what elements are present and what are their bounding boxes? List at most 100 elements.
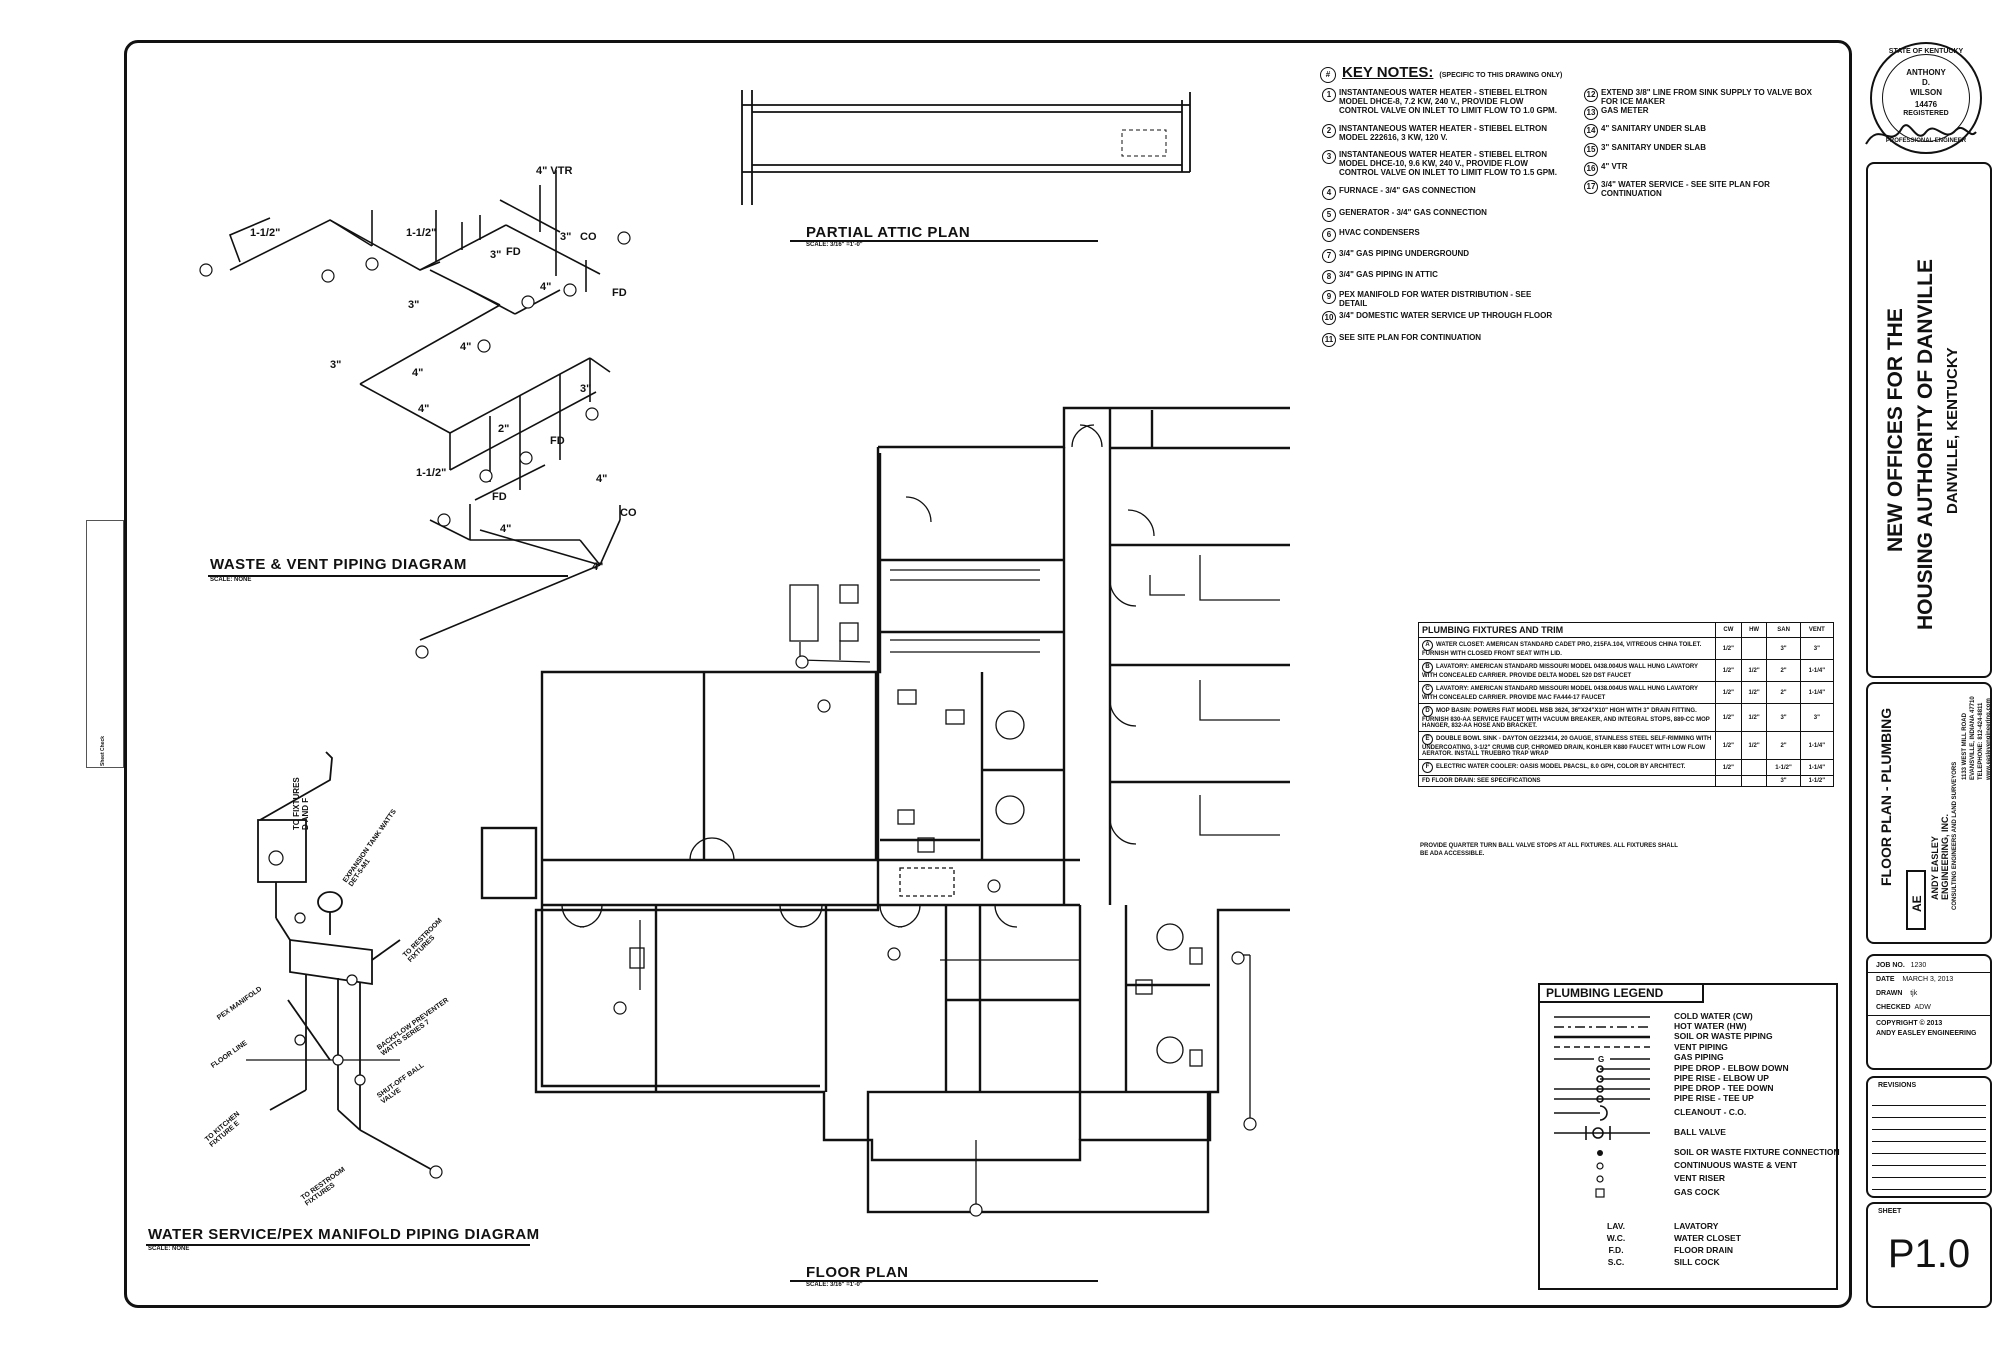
firm-tagline: CONSULTING ENGINEERS AND LAND SURVEYORS [1952, 761, 1958, 910]
project-title-box [1866, 162, 1992, 678]
svg-text:1-1/2": 1-1/2" [406, 227, 436, 239]
fixture-tag: F [1422, 762, 1433, 773]
floor-plan-scale: SCALE: 3/16" =1'-0" [806, 1282, 863, 1288]
legend-abbr: S.C. [1607, 1257, 1625, 1267]
key-notes-heading: # KEY NOTES: (SPECIFIC TO THIS DRAWING O… [1320, 64, 1562, 83]
legend-item: PIPE DROP - TEE DOWN [1674, 1083, 1774, 1093]
project-name-line2: HOUSING AUTHORITY OF DANVILLE [1914, 258, 1937, 630]
legend-item: FLOOR DRAIN [1674, 1245, 1734, 1255]
revisions-box [1866, 1076, 1992, 1198]
legend-symbols: G [1554, 1016, 1650, 1198]
svg-text:3": 3" [330, 359, 341, 371]
date-row: DATE MARCH 3, 2013 [1876, 976, 1954, 983]
legend-item: GAS COCK [1674, 1187, 1720, 1197]
legend-abbr: W.C. [1606, 1233, 1626, 1243]
key-notes-icon: # [1320, 67, 1336, 83]
attic-plan-scale: SCALE: 3/16" =1'-0" [806, 242, 863, 248]
svg-text:FD: FD [492, 491, 507, 503]
svg-text:FD: FD [612, 287, 627, 299]
sheet-number-box [1866, 1202, 1992, 1308]
engineer-seal: STATE OF KENTUCKY ANTHONY D. WILSON 1447… [1870, 42, 1982, 154]
floor-plan [480, 406, 1290, 1217]
sheet-label: SHEET [1878, 1208, 1902, 1215]
water-service-diagram [246, 751, 443, 1179]
partial-attic-plan [741, 90, 1191, 205]
firm-city: EVANSVILLE, INDIANA 47710 [1970, 696, 1976, 780]
copyright-row: COPYRIGHT © 2013 [1876, 1020, 1943, 1027]
legend-item: VENT RISER [1674, 1173, 1726, 1183]
legend-item: WATER CLOSET [1674, 1233, 1741, 1243]
svg-text:4": 4" [500, 523, 511, 535]
table-row: FD FLOOR DRAIN: SEE SPECIFICATIONS 3"1-1… [1418, 775, 1835, 787]
svg-text:CO: CO [580, 231, 597, 243]
legend-abbr: F.D. [1608, 1245, 1624, 1255]
legend-item: PIPE DROP - ELBOW DOWN [1674, 1063, 1789, 1073]
legend-item: SOIL OR WASTE PIPING [1674, 1031, 1773, 1041]
waste-vent-title-underline [208, 575, 568, 577]
svg-text:FD: FD [550, 435, 565, 447]
svg-text:4": 4" [592, 561, 603, 573]
fixture-tag: B [1422, 662, 1433, 673]
plumbing-legend: PLUMBING LEGEND G COLD WATER (CW) HOT WA… [1538, 983, 1840, 1290]
drawing-border [124, 40, 1852, 1308]
legend-item: SOIL OR WASTE FIXTURE CONNECTION [1674, 1147, 1840, 1157]
svg-text:1-1/2": 1-1/2" [250, 227, 280, 239]
legend-item: SILL COCK [1674, 1257, 1720, 1267]
firm-address: 1133 WEST MILL ROAD [1962, 713, 1968, 780]
project-location: DANVILLE, KENTUCKY [1944, 347, 1961, 514]
legend-item: LAVATORY [1674, 1221, 1719, 1231]
firm-website: www.easleyengineering.com [1986, 698, 1992, 780]
svg-text:3": 3" [580, 383, 591, 395]
waste-vent-scale: SCALE: NONE [210, 577, 252, 583]
job-info-dividers [1866, 972, 1992, 1016]
svg-text:4": 4" [540, 281, 551, 293]
sheet-title: FLOOR PLAN - PLUMBING [1878, 707, 1894, 886]
sheet-number: P1.0 [1887, 1232, 1971, 1276]
label-to-fixtures-df: TO FIXTURES D AND F [292, 777, 310, 830]
firm-name: ANDY EASLEY ENGINEERING, INC. [1930, 813, 1950, 900]
svg-text:1-1/2": 1-1/2" [416, 467, 446, 479]
water-service-title-underline [146, 1244, 530, 1246]
svg-text:4": 4" [460, 341, 471, 353]
fixtures-table-title: PLUMBING FIXTURES AND TRIM [1418, 622, 1716, 638]
legend-item: CLEANOUT - C.O. [1674, 1107, 1747, 1117]
floor-plan-title-underline [790, 1280, 1098, 1282]
svg-text:2": 2" [498, 423, 509, 435]
project-name-line1: NEW OFFICES FOR THE [1884, 308, 1907, 552]
fixtures-table-note: PROVIDE QUARTER TURN BALL VALVE STOPS AT… [1420, 843, 1678, 857]
plumbing-fixtures-table: PLUMBING FIXTURES AND TRIM CW HW SAN VEN… [1418, 622, 1835, 787]
svg-text:3": 3" [408, 299, 419, 311]
water-service-title: WATER SERVICE/PEX MANIFOLD PIPING DIAGRA… [148, 1226, 540, 1243]
revisions-lines [1872, 1094, 1986, 1192]
margin-stamp-box [86, 520, 124, 768]
legend-item: HOT WATER (HW) [1674, 1021, 1747, 1031]
legend-item: VENT PIPING [1674, 1042, 1728, 1052]
firm-phone: TELEPHONE: 812-424-8811 [1978, 702, 1984, 780]
floor-plan-title: FLOOR PLAN [806, 1264, 909, 1281]
job-number-row: JOB NO. 1230 [1876, 962, 1927, 969]
legend-item: COLD WATER (CW) [1674, 1011, 1753, 1021]
drawn-row: DRAWN tjk [1876, 990, 1918, 997]
legend-item: BALL VALVE [1674, 1127, 1726, 1137]
legend-item: CONTINUOUS WASTE & VENT [1674, 1160, 1798, 1170]
legend-item: PIPE RISE - TEE UP [1674, 1093, 1754, 1103]
fixture-tag: D [1422, 706, 1433, 717]
